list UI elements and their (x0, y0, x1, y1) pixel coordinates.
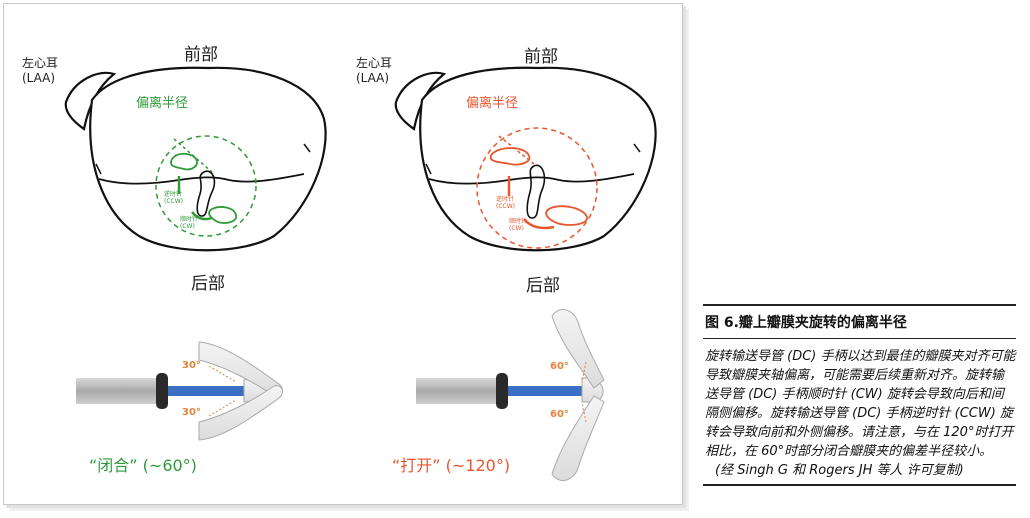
left-anterior-label: 前部 (184, 45, 218, 65)
illustration (64, 66, 657, 482)
left-angle-bottom: 30° (182, 407, 201, 418)
legend-credit: (经 Singh G 和 Rogers JH 等人 许可复制) (715, 463, 964, 478)
right-angle-top: 60° (550, 361, 569, 372)
legend-bottom-rule (703, 484, 1016, 486)
right-clip (416, 308, 605, 482)
right-caption: “打开” (~120°) (392, 456, 511, 475)
right-ccw-label: 逆时针 (CCW) (496, 196, 515, 210)
right-offset-radius-label: 偏离半径 (466, 96, 519, 111)
right-cw-label: 顺时针 (CW) (509, 218, 528, 232)
left-offset-radius-label: 偏离半径 (136, 96, 189, 111)
right-posterior-label: 后部 (526, 276, 560, 296)
figure-panel: 左心耳 (LAA) 前部 偏离半径 逆时针 (CCW) 顺时针 (CW) 后部 … (3, 3, 683, 505)
legend-body: 旋转输送导管 (DC) 手柄以达到最佳的瓣膜夹对齐可能导致瓣膜夹轴偏离，可能需要… (705, 349, 1016, 459)
left-laa-label: 左心耳 (LAA) (22, 56, 59, 85)
left-valve (64, 66, 327, 252)
left-posterior-label: 后部 (191, 274, 225, 294)
legend-top-rule (703, 304, 1016, 306)
left-annulus (89, 66, 327, 252)
right-laa-label: 左心耳 (LAA) (356, 56, 393, 85)
left-caption: “闭合” (~60°) (89, 456, 197, 475)
left-cw-label: 顺时针 (CW) (180, 216, 199, 230)
left-clip (76, 341, 284, 441)
left-offset-circle (155, 135, 257, 237)
legend-title: 图 6.瓣上瓣膜夹旋转的偏离半径 (703, 306, 1016, 339)
right-offset-circle (476, 127, 598, 249)
right-angle-bottom: 60° (550, 409, 569, 420)
figure-legend: 图 6.瓣上瓣膜夹旋转的偏离半径 旋转输送导管 (DC) 手柄以达到最佳的瓣膜夹… (703, 304, 1016, 486)
right-anterior-label: 前部 (524, 47, 558, 67)
left-angle-top: 30° (182, 360, 201, 371)
left-ccw-label: 逆时针 (CCW) (164, 191, 183, 205)
right-annulus (419, 66, 657, 252)
